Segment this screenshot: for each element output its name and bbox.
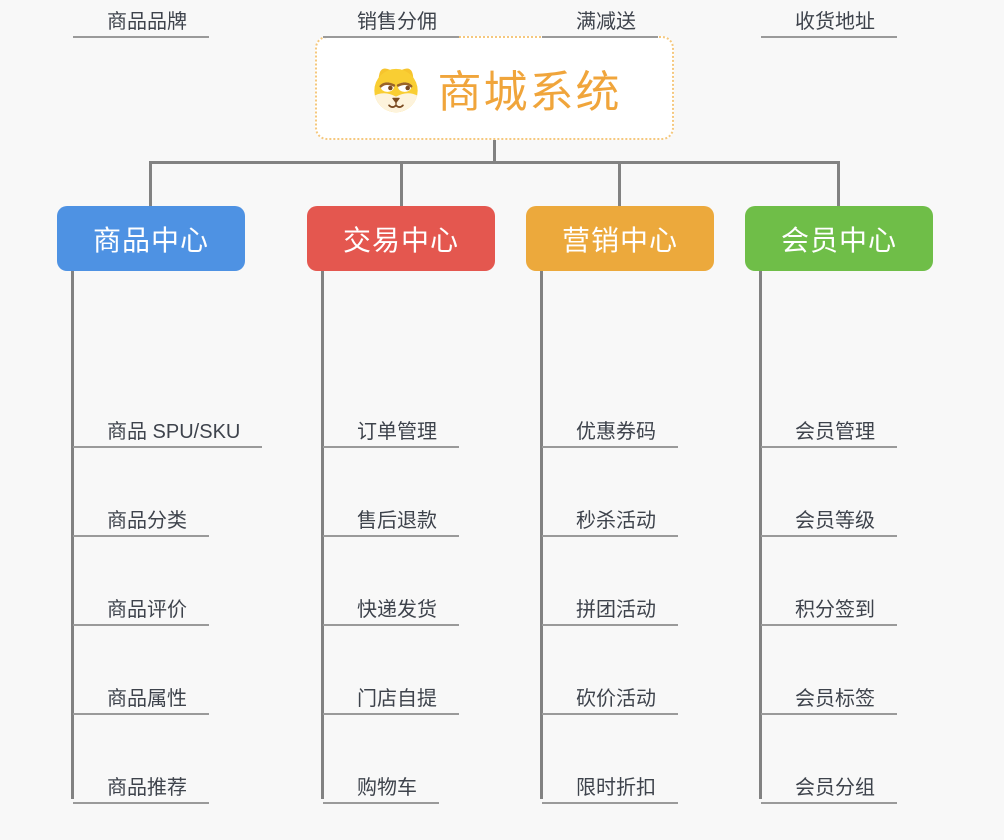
branch-label: 会员中心 <box>780 224 897 256</box>
leaf-node[interactable]: 购物车 <box>323 766 439 804</box>
branch-node-member-center[interactable]: 会员中心 <box>745 206 933 271</box>
branch-node-product-center[interactable]: 商品中心 <box>57 206 245 271</box>
leaf-node[interactable]: 会员标签 <box>761 677 897 715</box>
branch-trunk-line <box>540 271 543 799</box>
branch-label: 营销中心 <box>561 224 678 256</box>
branch-node-trade-center[interactable]: 交易中心 <box>307 206 495 271</box>
leaf-node[interactable]: 砍价活动 <box>542 677 678 715</box>
leaf-node[interactable]: 会员等级 <box>761 499 897 537</box>
leaf-node[interactable]: 门店自提 <box>323 677 459 715</box>
connector-drop-trade <box>400 161 403 207</box>
connector-root-stub <box>493 140 496 164</box>
leaf-node[interactable]: 满减送 <box>542 0 658 38</box>
root-node-mall-system[interactable]: 商城系统 <box>315 36 674 140</box>
leaf-node[interactable]: 快递发货 <box>323 588 459 626</box>
leaf-node[interactable]: 积分签到 <box>761 588 897 626</box>
leaf-node[interactable]: 秒杀活动 <box>542 499 678 537</box>
shiba-dog-icon <box>373 68 418 113</box>
branch-trunk-line <box>71 271 74 799</box>
connector-drop-member <box>837 161 840 207</box>
leaf-node[interactable]: 商品 SPU/SKU <box>73 410 263 448</box>
leaf-node[interactable]: 收货地址 <box>761 0 897 38</box>
leaf-node[interactable]: 商品品牌 <box>73 0 209 38</box>
connector-horizontal-line <box>150 161 839 164</box>
leaf-node[interactable]: 商品分类 <box>73 499 209 537</box>
leaf-node[interactable]: 商品评价 <box>73 588 209 626</box>
leaf-node[interactable]: 售后退款 <box>323 499 459 537</box>
connector-drop-product <box>149 161 152 207</box>
leaf-node[interactable]: 商品推荐 <box>73 766 209 804</box>
root-title: 商城系统 <box>437 68 622 117</box>
branch-label: 商品中心 <box>92 224 209 256</box>
leaf-node[interactable]: 优惠券码 <box>542 410 678 448</box>
branch-trunk-line <box>759 271 762 799</box>
leaf-node[interactable]: 拼团活动 <box>542 588 678 626</box>
leaf-node[interactable]: 会员分组 <box>761 766 897 804</box>
branch-label: 交易中心 <box>342 224 459 256</box>
leaf-node[interactable]: 销售分佣 <box>323 0 459 38</box>
leaf-node[interactable]: 会员管理 <box>761 410 897 448</box>
leaf-node[interactable]: 商品属性 <box>73 677 209 715</box>
leaf-node[interactable]: 限时折扣 <box>542 766 678 804</box>
branch-node-marketing-center[interactable]: 营销中心 <box>526 206 714 271</box>
leaf-node[interactable]: 订单管理 <box>323 410 459 448</box>
branch-trunk-line <box>321 271 324 799</box>
connector-drop-marketing <box>618 161 621 207</box>
